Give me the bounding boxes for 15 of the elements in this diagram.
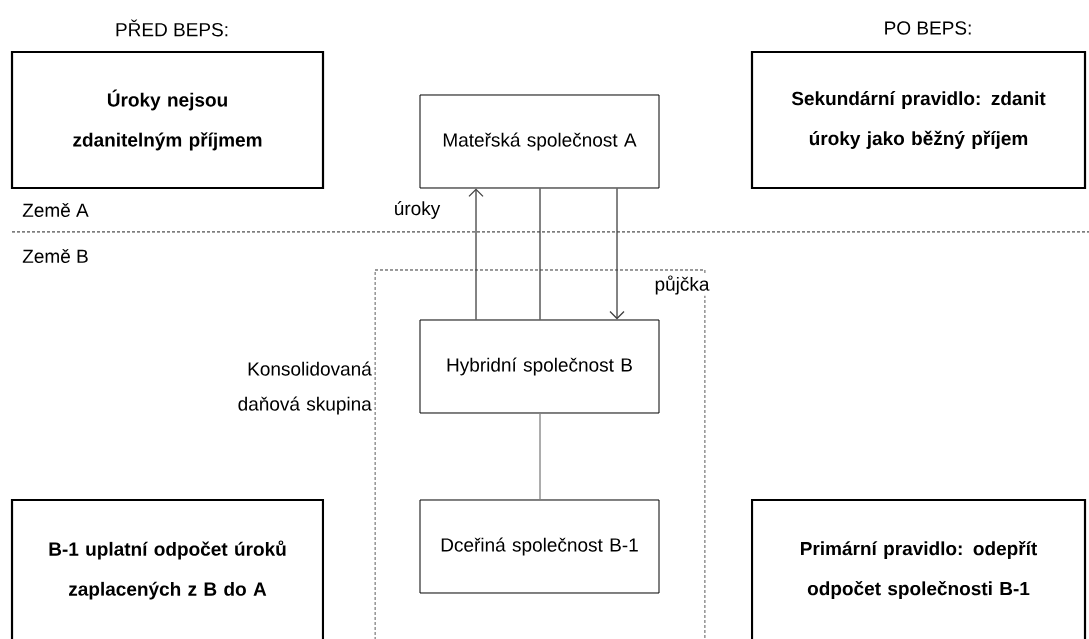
company-box: Hybridní společnost B — [419, 319, 660, 414]
text-box: Primární pravidlo: odepřít odpočet společnosti B-1 — [750, 498, 1087, 639]
company-box: Mateřská společnost A — [419, 94, 660, 189]
box-heading: PO BEPS: — [885, 21, 971, 35]
arrow — [609, 187, 625, 320]
box-heading: PŘED BEPS: — [116, 19, 228, 37]
region-label: Země B — [22, 249, 88, 263]
text-box: Úroky nejsou zdanitelným příjmem — [10, 50, 325, 190]
group-label: Konsolidovaná daňová skupina — [238, 361, 372, 415]
company-box: Dceřiná společnost B-1 — [419, 499, 660, 594]
text-box: Sekundární pravidlo: zdanit úroky jako běžný příjem — [750, 50, 1087, 190]
edge-label: půjčka — [655, 275, 710, 295]
edge-label: úroky — [395, 201, 441, 219]
text-box: B-1 uplatní odpočet úroků zaplacených z B do A — [10, 498, 325, 639]
arrow — [468, 188, 484, 321]
